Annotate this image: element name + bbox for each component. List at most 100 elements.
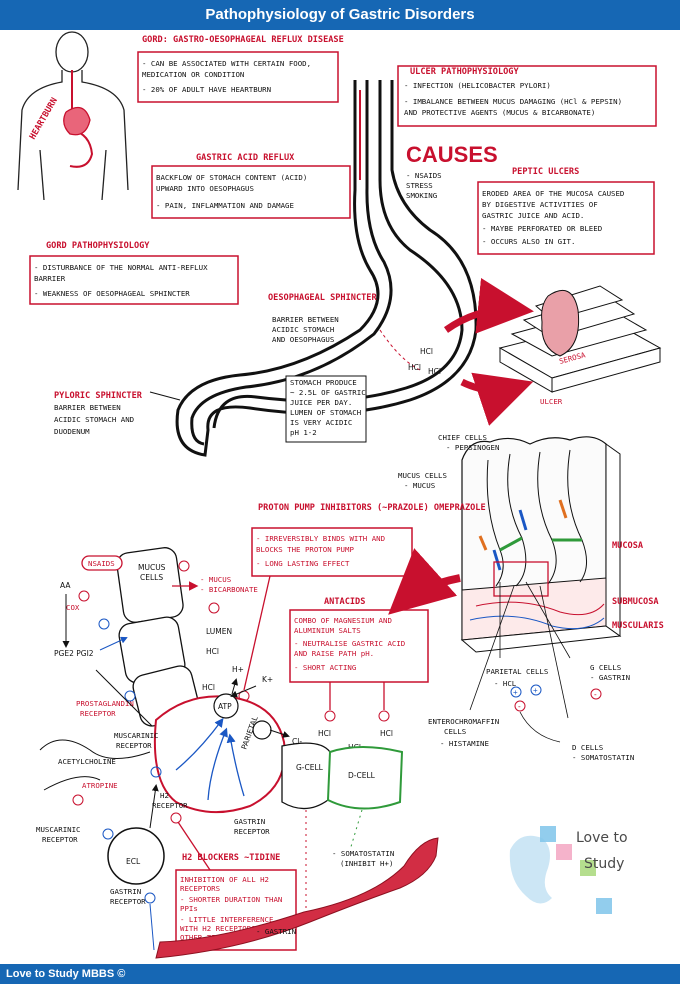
peptic-item: - MAYBE PERFORATED OR BLEED — [482, 224, 602, 233]
prostaglandin-receptor: PROSTAGLANDIN — [76, 699, 134, 708]
mucus-cells-secretion: - MUCUS — [404, 481, 435, 490]
antacids-item: - SHORT ACTING — [294, 663, 356, 672]
ec-cells-secretion: - HISTAMINE — [440, 739, 489, 748]
gord-item: MEDICATION OR CONDITION — [142, 70, 244, 79]
acid-trace — [379, 329, 421, 371]
gastrin-bottom: - GASTRIN — [256, 927, 296, 936]
mucus-cells-label: MUCUS CELLS — [398, 471, 447, 480]
hcl-small: HCl — [206, 647, 219, 656]
causes-item: - NSAIDS — [406, 171, 442, 180]
gord-patho-box — [29, 255, 239, 305]
cl-minus: Cl- — [292, 737, 302, 746]
oeso-sphincter-item: AND OESOPHAGUS — [272, 335, 334, 344]
mucus-secretion: - MUCUS — [200, 575, 231, 584]
ppi-item: - LONG LASTING EFFECT — [256, 559, 350, 568]
h2-item: RECEPTORS — [180, 884, 220, 893]
acid-reflux-item: BACKFLOW OF STOMACH CONTENT (ACID) — [156, 173, 307, 182]
parietal-cells-secretion: - HCL — [494, 679, 517, 688]
brand-logo — [509, 826, 612, 914]
mucus-cells-tag: CELLS — [140, 573, 163, 582]
acetylcholine-label: ACETYLCHOLINE — [58, 757, 116, 766]
causes-item: STRESS — [406, 181, 433, 190]
ulcer-patho-item: AND PROTECTIVE AGENTS (MUCUS & BICARBONA… — [404, 108, 595, 117]
gord-item: - CAN BE ASSOCIATED WITH CERTAIN FOOD, — [142, 59, 311, 68]
acid-reflux-box — [151, 165, 351, 219]
muscarinic-receptor-2: MUSCARINIC — [36, 825, 81, 834]
hcl-label: HCl — [428, 367, 441, 376]
hcl-label: HCl — [420, 347, 433, 356]
ppi-box — [251, 527, 413, 577]
peptic-heading: PEPTIC ULCERS — [512, 167, 579, 177]
cell-pointer-lines — [469, 581, 571, 719]
hcl-small: HCl — [380, 729, 393, 738]
gastrin-receptor: GASTRIN — [234, 817, 265, 826]
ulcer-patho-item: - INFECTION (HELICOBACTER PYLORI) — [404, 81, 551, 90]
antacids-item: AND RAISE PATH pH. — [294, 649, 374, 658]
svg-text:-: - — [518, 702, 521, 711]
stomach-note-line: LUMEN OF STOMACH — [290, 408, 361, 417]
ec-cells-label: CELLS — [444, 727, 466, 736]
gord-patho-heading: GORD PATHOPHYSIOLOGY — [46, 241, 150, 251]
aa-label: AA — [60, 581, 71, 590]
ecl-cell — [107, 827, 165, 885]
antacid-inhibit-sign — [324, 710, 336, 722]
ppi-item: BLOCKS THE PROTON PUMP — [256, 545, 354, 554]
blood-vessel — [155, 837, 439, 959]
nsaids-label: NSAIDS — [88, 559, 115, 568]
arrow-to-layers — [460, 372, 534, 426]
hcl-small: HCl — [202, 683, 215, 692]
h2-item: - LITTLE INTERFERENCE — [180, 915, 273, 924]
logo-text: Love to — [576, 830, 628, 846]
d-cells-secretion: - SOMATOSTATIN — [572, 753, 634, 762]
acid-reflux-heading: GASTRIC ACID REFLUX — [196, 153, 295, 163]
h2-item: - SHORTER DURATION THAN — [180, 895, 282, 904]
chloride-channel — [252, 720, 272, 740]
human-torso-illustration — [17, 31, 129, 201]
h2-item: WITH H2 RECEPTORS IN — [180, 924, 269, 933]
ulcer-label: ULCER — [540, 397, 563, 406]
feedback-signs: + + - - — [510, 684, 602, 743]
g-cell-label: G-CELL — [296, 763, 324, 772]
stomach-note-box — [285, 375, 367, 443]
antacids-box — [289, 609, 429, 683]
h2-item: PPIs — [180, 904, 198, 913]
peptic-item: - OCCURS ALSO IN GIT. — [482, 237, 575, 246]
antacids-item: COMBO OF MAGNESIUM AND — [294, 616, 392, 625]
arrow-to-ulcer — [443, 277, 534, 334]
g-cell — [281, 742, 331, 810]
peptic-box — [477, 181, 655, 255]
pyloric-item: BARRIER BETWEEN — [54, 403, 121, 412]
ec-cells-label: ENTEROCHROMAFFIN — [428, 717, 499, 726]
acid-reflux-item: UPWARD INTO OESOPHAGUS — [156, 184, 254, 193]
gord-patho-item: - DISTURBANCE OF THE NORMAL ANTI-REFLUX — [34, 263, 208, 272]
svg-text:-: - — [594, 690, 597, 699]
muscularis-tag: MUSCULARIS — [612, 621, 664, 631]
pyloric-pointer — [149, 391, 181, 401]
h2-item: INHIBITION OF ALL H2 — [180, 875, 269, 884]
gastrin-receptor-2: GASTRIN — [110, 887, 141, 896]
d-cell — [326, 746, 404, 810]
bicarb-secretion: - BICARBONATE — [200, 585, 258, 594]
stomach-note-line: STOMACH PRODUCE — [290, 378, 357, 387]
acid-reflux-item: - PAIN, INFLAMMATION AND DAMAGE — [156, 201, 294, 210]
heartburn-label: HEARTBURN — [28, 96, 60, 141]
svg-text:+: + — [533, 686, 538, 695]
mucosa-tag: MUCOSA — [612, 541, 644, 551]
cox-label: COX — [66, 603, 80, 612]
antacids-item: - NEUTRALISE GASTRIC ACID — [294, 639, 405, 648]
ppi-pointer — [243, 575, 271, 691]
h2-box — [175, 869, 297, 951]
mucus-cells-tag: MUCUS — [138, 563, 166, 572]
d-cells-label: D CELLS — [572, 743, 603, 752]
peptic-item: ERODED AREA OF THE MUCOSA CAUSED — [482, 189, 624, 198]
h2-heading: H2 BLOCKERS ~TIDINE — [182, 853, 280, 863]
gord-patho-item: BARRIER — [34, 274, 66, 283]
causes-heading: CAUSES — [406, 142, 498, 167]
chief-cells-secretion: - PEPSINOGEN — [446, 443, 499, 452]
ulcer-tissue-block — [498, 285, 662, 393]
somatostatin-label: - SOMATOSTATIN — [332, 849, 394, 858]
ppi-item: - IRREVERSIBLY BINDS WITH AND — [256, 534, 385, 543]
parietal-cells-label: PARIETAL CELLS — [486, 667, 548, 676]
page-title: Pathophysiology of Gastric Disorders — [0, 0, 680, 30]
gord-box — [137, 51, 339, 103]
